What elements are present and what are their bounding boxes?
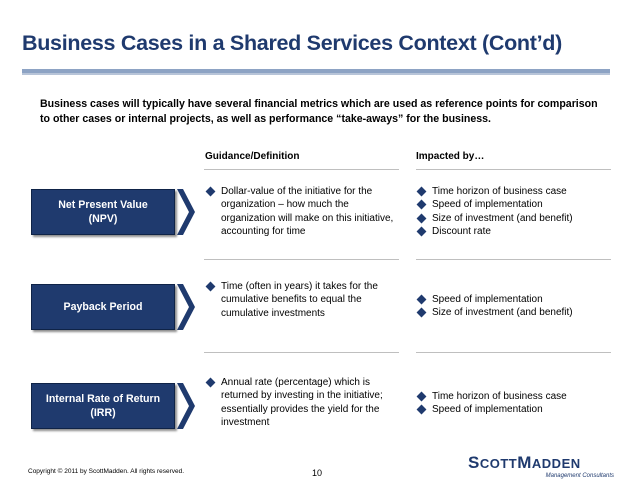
diamond-bullet-icon: [416, 226, 427, 237]
column-header-guidance: Guidance/Definition: [205, 151, 300, 162]
logo-tagline: Management Consultants: [545, 473, 614, 479]
diamond-bullet-icon: [416, 186, 427, 197]
definition-list-npv: Dollar-value of the initiative for the o…: [205, 185, 400, 239]
page-number: 10: [312, 468, 323, 478]
list-item: Size of investment (and benefit): [416, 212, 631, 225]
metric-label: Internal Rate of Return: [45, 393, 161, 405]
list-item: Speed of implementation: [416, 198, 631, 211]
impacted-list-npv: Time horizon of business case Speed of i…: [416, 185, 631, 239]
diamond-bullet-icon: [416, 294, 427, 305]
definition-list-payback: Time (often in years) it takes for the c…: [205, 280, 400, 320]
guidance-header-rule: [204, 169, 399, 170]
diamond-bullet-icon: [416, 307, 427, 318]
chevron-arrow-icon: [177, 189, 195, 235]
list-item: Annual rate (percentage) which is return…: [205, 376, 400, 430]
diamond-bullet-icon: [416, 404, 427, 415]
diamond-bullet-icon: [416, 391, 427, 402]
impacted-header-rule: [416, 169, 611, 170]
diamond-bullet-icon: [416, 199, 427, 210]
logo-letters: COTT: [479, 456, 518, 471]
list-item: Time horizon of business case: [416, 390, 631, 403]
list-item: Speed of implementation: [416, 293, 631, 306]
chevron-arrow-icon: [177, 383, 195, 429]
slide-title: Business Cases in a Shared Services Cont…: [22, 31, 562, 55]
metric-box-payback: Payback Period: [31, 284, 175, 330]
list-item: Size of investment (and benefit): [416, 306, 631, 319]
impacted-list-payback: Speed of implementation Size of investme…: [416, 293, 631, 320]
list-item: Speed of implementation: [416, 403, 631, 416]
metric-box-irr: Internal Rate of Return (IRR): [31, 383, 175, 429]
scottmadden-logo: SCOTTMADDEN Management Consultants: [468, 453, 618, 483]
chevron-arrow-icon: [177, 284, 195, 330]
metric-label: Net Present Value: [58, 199, 148, 211]
intro-text: Business cases will typically have sever…: [40, 98, 598, 125]
column-header-impacted: Impacted by…: [416, 151, 485, 162]
diamond-bullet-icon: [416, 213, 427, 224]
list-item: Time (often in years) it takes for the c…: [205, 280, 400, 320]
row-divider: [416, 352, 611, 353]
diamond-bullet-icon: [205, 281, 216, 292]
definition-list-irr: Annual rate (percentage) which is return…: [205, 376, 400, 430]
metric-label: Payback Period: [63, 301, 143, 313]
list-item: Discount rate: [416, 225, 631, 238]
diamond-bullet-icon: [205, 377, 216, 388]
logo-letters: ADDEN: [531, 456, 581, 471]
row-divider: [204, 259, 399, 260]
row-divider: [416, 259, 611, 260]
row-divider: [204, 352, 399, 353]
logo-letter: S: [468, 453, 480, 472]
list-item: Dollar-value of the initiative for the o…: [205, 185, 400, 239]
impacted-list-irr: Time horizon of business case Speed of i…: [416, 390, 631, 417]
title-divider: [22, 69, 610, 75]
list-item: Time horizon of business case: [416, 185, 631, 198]
copyright-text: Copyright © 2011 by ScottMadden. All rig…: [28, 468, 185, 475]
metric-abbrev: (IRR): [90, 407, 116, 419]
diamond-bullet-icon: [205, 186, 216, 197]
metric-abbrev: (NPV): [88, 213, 118, 225]
metric-box-npv: Net Present Value (NPV): [31, 189, 175, 235]
logo-letter: M: [517, 453, 532, 472]
